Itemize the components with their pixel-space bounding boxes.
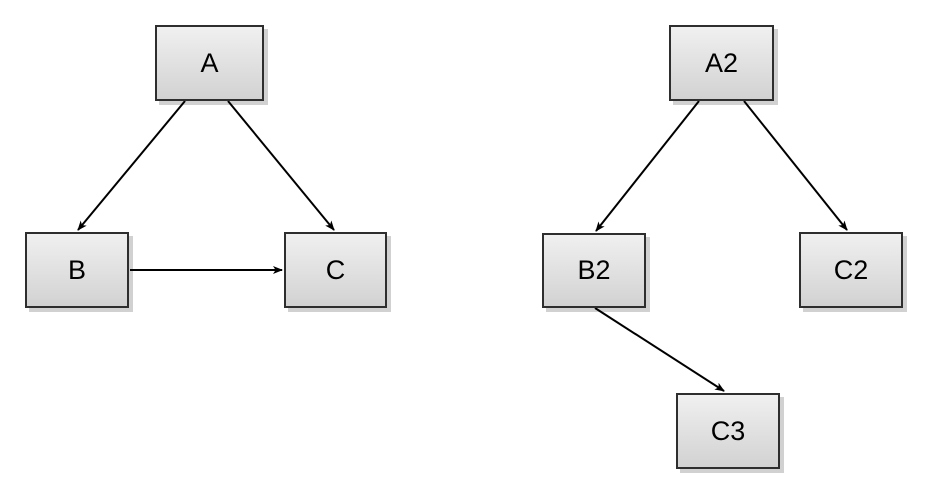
node-c[interactable]: C bbox=[284, 232, 387, 308]
node-c3[interactable]: C3 bbox=[676, 393, 780, 469]
node-b2[interactable]: B2 bbox=[542, 233, 646, 308]
node-a[interactable]: A bbox=[155, 25, 264, 101]
node-label-c3: C3 bbox=[710, 415, 746, 446]
edge-b2-c3[interactable] bbox=[594, 307, 725, 392]
node-label-b: B bbox=[67, 254, 86, 285]
node-c2[interactable]: C2 bbox=[799, 232, 903, 308]
edge-a2-b2[interactable] bbox=[595, 100, 700, 232]
edge-a-b[interactable] bbox=[77, 100, 186, 231]
node-label-c2: C2 bbox=[833, 254, 869, 285]
node-label-c: C bbox=[325, 254, 346, 285]
node-label-a2: A2 bbox=[704, 47, 739, 78]
edge-a2-c2[interactable] bbox=[743, 100, 848, 231]
edge-a-c[interactable] bbox=[227, 100, 335, 231]
node-label-b2: B2 bbox=[577, 255, 611, 285]
node-b[interactable]: B bbox=[25, 232, 129, 308]
node-a2[interactable]: A2 bbox=[669, 25, 774, 101]
edges-group bbox=[77, 100, 848, 392]
node-label-a: A bbox=[200, 47, 219, 78]
